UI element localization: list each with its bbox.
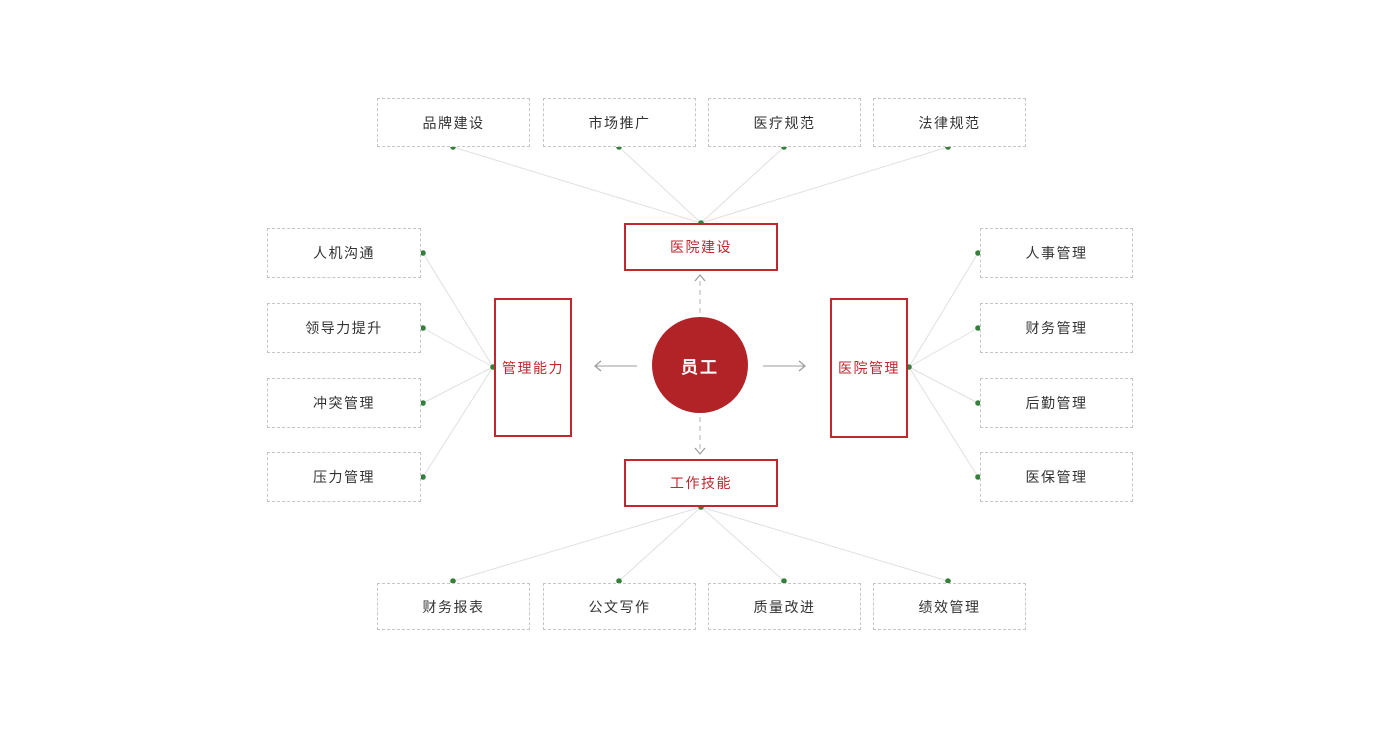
leaf-label: 冲突管理 xyxy=(313,395,375,411)
leaf-top-3: 医疗规范 xyxy=(708,98,861,147)
leaf-label: 绩效管理 xyxy=(918,598,981,615)
leaf-bottom-4: 绩效管理 xyxy=(873,583,1026,630)
branch-label: 医院管理 xyxy=(838,360,900,376)
leaf-right-4: 医保管理 xyxy=(980,452,1133,502)
leaf-left-1: 人机沟通 xyxy=(267,228,421,278)
leaf-label: 财务报表 xyxy=(422,598,485,615)
leaf-bottom-2: 公文写作 xyxy=(543,583,696,630)
leaf-label: 后勤管理 xyxy=(1025,395,1088,411)
leaf-left-2: 领导力提升 xyxy=(267,303,421,353)
leaf-label: 财务管理 xyxy=(1025,320,1088,336)
arrow-left xyxy=(594,360,637,372)
leaf-label: 领导力提升 xyxy=(305,320,383,336)
leaf-label: 人机沟通 xyxy=(313,245,375,261)
leaf-top-4: 法律规范 xyxy=(873,98,1026,147)
branch-label: 工作技能 xyxy=(670,475,732,491)
branch-label: 管理能力 xyxy=(502,359,564,376)
branch-label: 医院建设 xyxy=(670,239,732,255)
leaf-right-1: 人事管理 xyxy=(980,228,1133,278)
branch-bottom: 工作技能 xyxy=(624,459,778,507)
branch-right: 医院管理 xyxy=(830,298,908,438)
leaf-label: 法律规范 xyxy=(918,114,981,131)
arrow-up xyxy=(694,274,706,313)
leaf-label: 公文写作 xyxy=(588,598,651,615)
center-node: 员工 xyxy=(652,317,748,413)
leaf-left-3: 冲突管理 xyxy=(267,378,421,428)
leaf-label: 市场推广 xyxy=(588,114,651,131)
leaf-left-4: 压力管理 xyxy=(267,452,421,502)
leaf-top-2: 市场推广 xyxy=(543,98,696,147)
arrow-down xyxy=(694,417,706,455)
leaf-right-3: 后勤管理 xyxy=(980,378,1133,428)
leaf-right-2: 财务管理 xyxy=(980,303,1133,353)
center-label: 员工 xyxy=(681,357,719,377)
fan-lines-bottom xyxy=(452,506,949,582)
leaf-bottom-3: 质量改进 xyxy=(708,583,861,630)
branch-top: 医院建设 xyxy=(624,223,778,271)
leaf-label: 压力管理 xyxy=(313,469,375,485)
branch-left: 管理能力 xyxy=(494,298,572,437)
arrow-right xyxy=(763,360,806,372)
leaf-bottom-1: 财务报表 xyxy=(377,583,530,630)
leaf-label: 品牌建设 xyxy=(422,114,485,131)
leaf-top-1: 品牌建设 xyxy=(377,98,530,147)
fan-lines-left xyxy=(422,252,494,478)
leaf-label: 质量改进 xyxy=(753,598,816,615)
leaf-label: 医保管理 xyxy=(1025,469,1088,485)
leaf-label: 人事管理 xyxy=(1025,245,1088,261)
fan-lines-right xyxy=(908,252,979,478)
leaf-label: 医疗规范 xyxy=(753,114,816,131)
fan-lines-top xyxy=(452,146,949,224)
